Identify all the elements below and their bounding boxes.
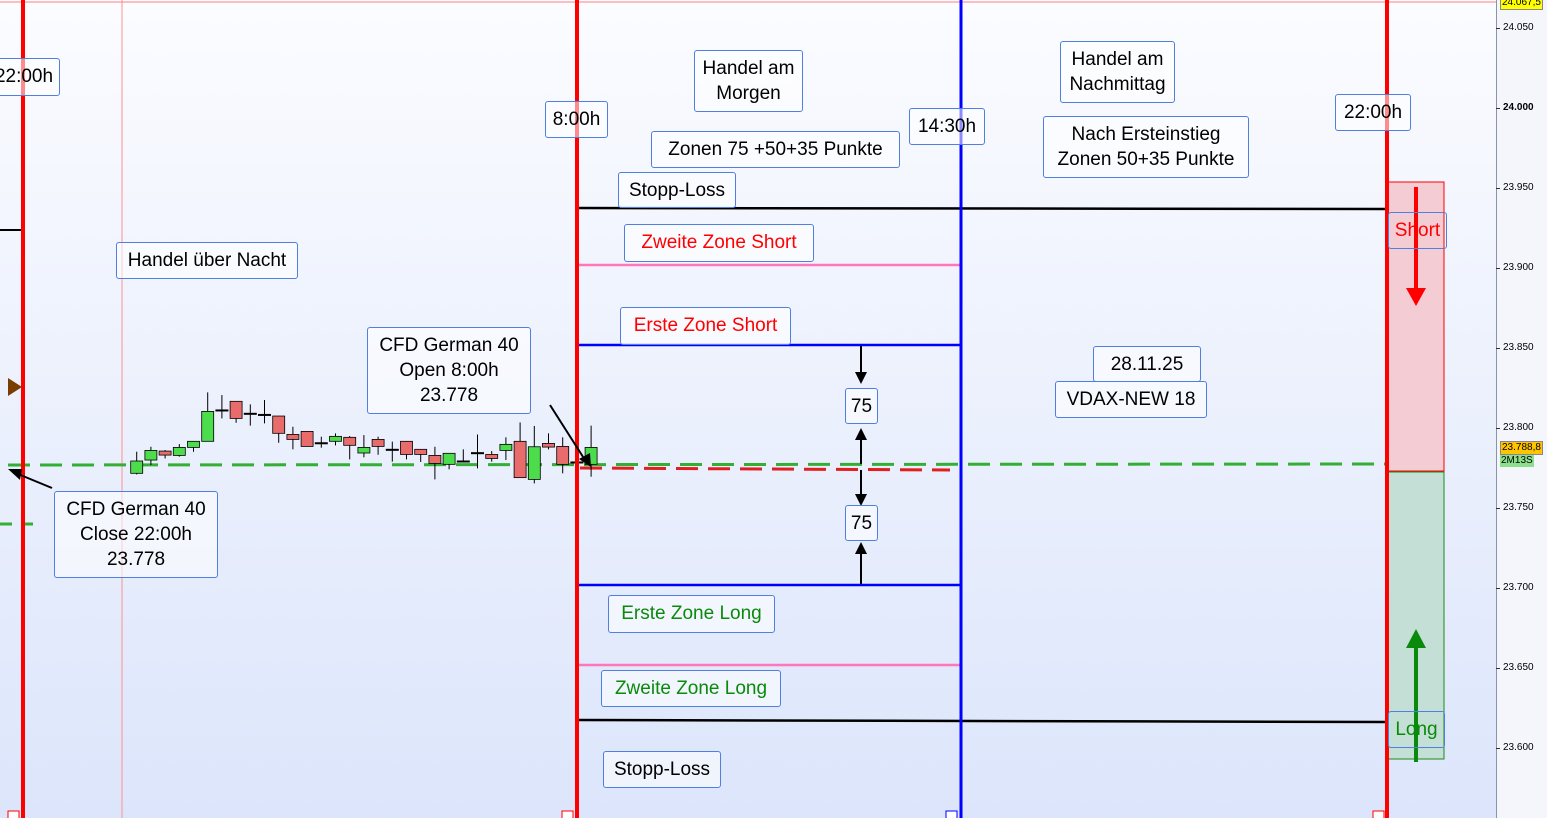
price-tick-label: 24.000 bbox=[1496, 102, 1534, 113]
long-label[interactable]: Long bbox=[1388, 711, 1445, 748]
price-tick-label: 23.600 bbox=[1496, 742, 1534, 753]
brown-marker-icon bbox=[8, 378, 22, 396]
candle-body bbox=[229, 400, 243, 419]
candle-body bbox=[343, 436, 357, 446]
candles bbox=[130, 392, 598, 484]
time-label-22h-left[interactable]: 22:00h bbox=[0, 58, 60, 96]
time-label-8h[interactable]: 8:00h bbox=[545, 101, 608, 138]
candle-body bbox=[414, 448, 428, 455]
high-price-tag: 24.067,5 bbox=[1500, 0, 1543, 10]
price-tick-label: 23.850 bbox=[1496, 342, 1534, 353]
morning-line: Morgen bbox=[716, 83, 781, 104]
open-info-line: CFD German 40 bbox=[379, 335, 519, 356]
stop-loss-short-line bbox=[576, 206, 1388, 211]
candle-body bbox=[172, 446, 186, 456]
stop-loss-bottom-label[interactable]: Stopp-Loss bbox=[603, 751, 721, 788]
distance-label-down[interactable]: 75 bbox=[845, 505, 878, 541]
open-info-label[interactable]: CFD German 40 Open 8:00h 23.778 bbox=[367, 327, 531, 414]
close-level-line bbox=[7, 462, 1388, 467]
zones-morning-label[interactable]: Zonen 75 +50+35 Punkte bbox=[651, 131, 900, 168]
time-label-22h-right[interactable]: 22:00h bbox=[1335, 94, 1411, 131]
bar-timer-tag: 2M13S bbox=[1500, 455, 1534, 467]
first-zone-short-label[interactable]: Erste Zone Short bbox=[620, 307, 791, 345]
price-tick-label: 23.800 bbox=[1496, 422, 1534, 433]
candle-body bbox=[471, 452, 484, 455]
price-tick-label: 24.050 bbox=[1496, 22, 1534, 33]
first-zone-long-label[interactable]: Erste Zone Long bbox=[608, 595, 775, 633]
candle-body bbox=[400, 440, 413, 455]
candle-body bbox=[442, 452, 456, 465]
candle-body bbox=[556, 446, 570, 465]
after-entry-label[interactable]: Nach Ersteinstieg Zonen 50+35 Punkte bbox=[1043, 116, 1249, 178]
open-info-line: 23.778 bbox=[419, 385, 479, 406]
candle-body bbox=[201, 410, 215, 442]
close-info-line: 23.778 bbox=[106, 549, 166, 570]
close-info-line: CFD German 40 bbox=[66, 499, 206, 520]
candle-body bbox=[542, 442, 555, 448]
close-pointer-arrow bbox=[8, 469, 53, 489]
candle-body bbox=[485, 454, 499, 459]
price-tick-label: 23.950 bbox=[1496, 182, 1534, 193]
candle-body bbox=[456, 460, 470, 463]
long-arrow-icon bbox=[1406, 629, 1426, 762]
vdax-label[interactable]: VDAX-NEW 18 bbox=[1055, 381, 1207, 418]
after-entry-line: Nach Ersteinstieg bbox=[1071, 124, 1221, 145]
close-info-line: Close 22:00h bbox=[80, 524, 192, 545]
date-label[interactable]: 28.11.25 bbox=[1093, 346, 1201, 382]
candle-body bbox=[258, 413, 271, 416]
open-pointer-arrow bbox=[549, 404, 591, 467]
distance-arrows bbox=[855, 346, 867, 584]
time-label-1430[interactable]: 14:30h bbox=[909, 108, 985, 145]
short-label[interactable]: Short bbox=[1388, 212, 1447, 249]
price-tick-label: 23.900 bbox=[1496, 262, 1534, 273]
after-entry-line: Zonen 50+35 Punkte bbox=[1057, 149, 1235, 170]
last-price-tag: 23.788,8 bbox=[1500, 441, 1543, 455]
candle-body bbox=[286, 434, 300, 440]
bottom-line-handles[interactable] bbox=[7, 810, 1385, 818]
price-axis[interactable]: 24.067,5 24.050 24.000 23.950 23.900 23.850 2… bbox=[1496, 0, 1547, 818]
price-tick-label: 23.700 bbox=[1496, 582, 1534, 593]
distance-label-up[interactable]: 75 bbox=[845, 388, 878, 424]
candle-body bbox=[527, 446, 541, 480]
chart-plot-area[interactable] bbox=[0, 0, 1496, 818]
candle-body bbox=[314, 442, 328, 445]
afternoon-line: Nachmittag bbox=[1069, 74, 1166, 95]
short-arrow-icon bbox=[1406, 187, 1426, 306]
candle-body bbox=[499, 443, 513, 451]
open-info-line: Open 8:00h bbox=[399, 360, 499, 381]
morning-line: Handel am bbox=[702, 58, 795, 79]
overnight-label[interactable]: Handel über Nacht bbox=[116, 242, 298, 279]
candle-body bbox=[371, 438, 385, 447]
candle-body bbox=[385, 448, 399, 451]
afternoon-line: Handel am bbox=[1071, 49, 1164, 70]
candle-body bbox=[215, 409, 229, 412]
candle-body bbox=[300, 430, 314, 447]
price-tick-label: 23.750 bbox=[1496, 502, 1534, 513]
candle-body bbox=[243, 412, 257, 415]
candle-body bbox=[187, 440, 200, 448]
candle-body bbox=[144, 450, 158, 461]
candle-body bbox=[357, 446, 371, 454]
candle-body bbox=[513, 440, 527, 479]
stop-loss-long-line bbox=[576, 718, 1388, 724]
afternoon-label[interactable]: Handel am Nachmittag bbox=[1060, 41, 1175, 103]
candle-body bbox=[329, 435, 342, 442]
morning-label[interactable]: Handel am Morgen bbox=[694, 50, 803, 112]
open-level-line bbox=[579, 466, 951, 472]
close-info-label[interactable]: CFD German 40 Close 22:00h 23.778 bbox=[54, 491, 218, 578]
candle-body bbox=[158, 450, 172, 456]
price-tick-label: 23.650 bbox=[1496, 662, 1534, 673]
second-zone-short-label[interactable]: Zweite Zone Short bbox=[624, 224, 814, 262]
candle-body bbox=[130, 460, 144, 474]
candle-body bbox=[272, 415, 286, 434]
stop-loss-top-label[interactable]: Stopp-Loss bbox=[618, 172, 736, 208]
candle-body bbox=[428, 454, 442, 464]
second-zone-long-label[interactable]: Zweite Zone Long bbox=[601, 670, 781, 707]
